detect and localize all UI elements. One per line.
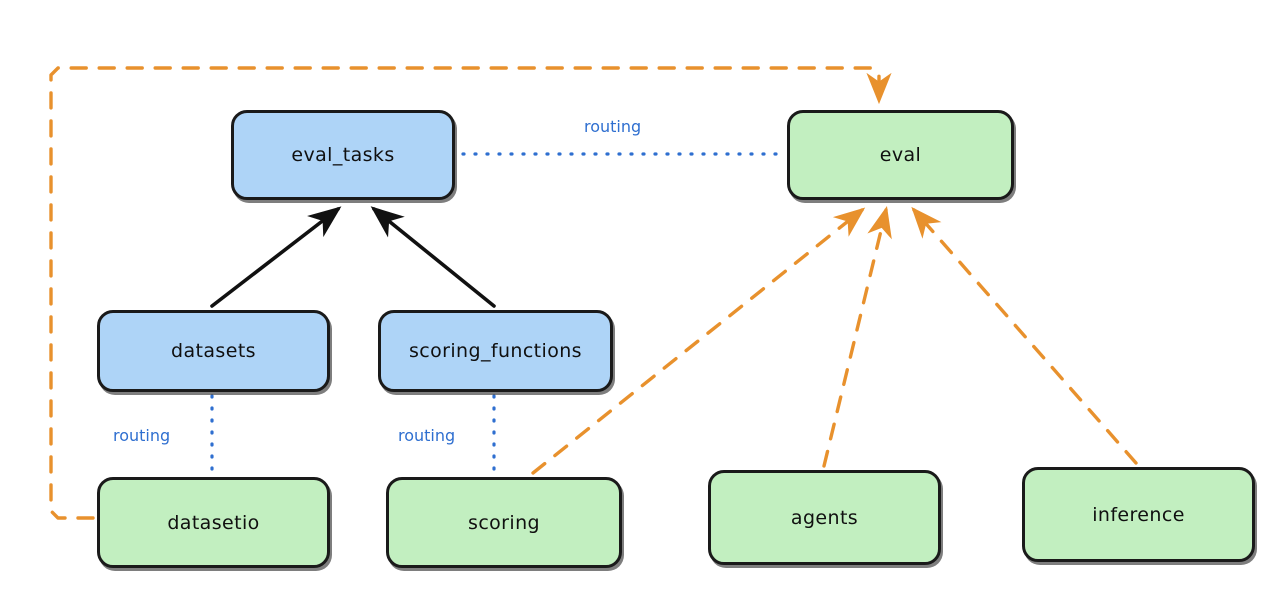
node-datasets[interactable]: datasets [97,310,330,392]
node-label-eval: eval [879,144,922,166]
node-label-datasets: datasets [171,340,256,362]
edge-label-routing-left: routing [113,426,171,445]
edge-label-routing-top: routing [584,117,642,136]
node-label-agents: agents [790,506,859,529]
node-inference[interactable]: inference [1022,467,1255,562]
node-label-datasetio: datasetio [167,511,260,534]
node-eval_tasks[interactable]: eval_tasks [231,110,455,200]
node-scoring_functions[interactable]: scoring_functions [378,310,613,392]
node-agents[interactable]: agents [708,470,941,565]
node-scoring[interactable]: scoring [386,477,622,568]
edge-label-routing-middle: routing [398,426,456,445]
node-label-inference: inference [1092,503,1185,526]
node-datasetio[interactable]: datasetio [97,477,330,568]
edge-agents-eval [822,206,892,468]
edge-scoring_functions-eval_tasks [370,206,496,308]
edge-inference-eval [911,206,1138,465]
node-eval[interactable]: eval [787,110,1014,200]
node-label-eval_tasks: eval_tasks [291,144,395,166]
node-label-scoring: scoring [468,511,540,534]
edge-datasetio-eval [49,66,892,520]
edge-datasets-eval_tasks [210,206,342,308]
node-label-scoring_functions: scoring_functions [409,340,582,362]
